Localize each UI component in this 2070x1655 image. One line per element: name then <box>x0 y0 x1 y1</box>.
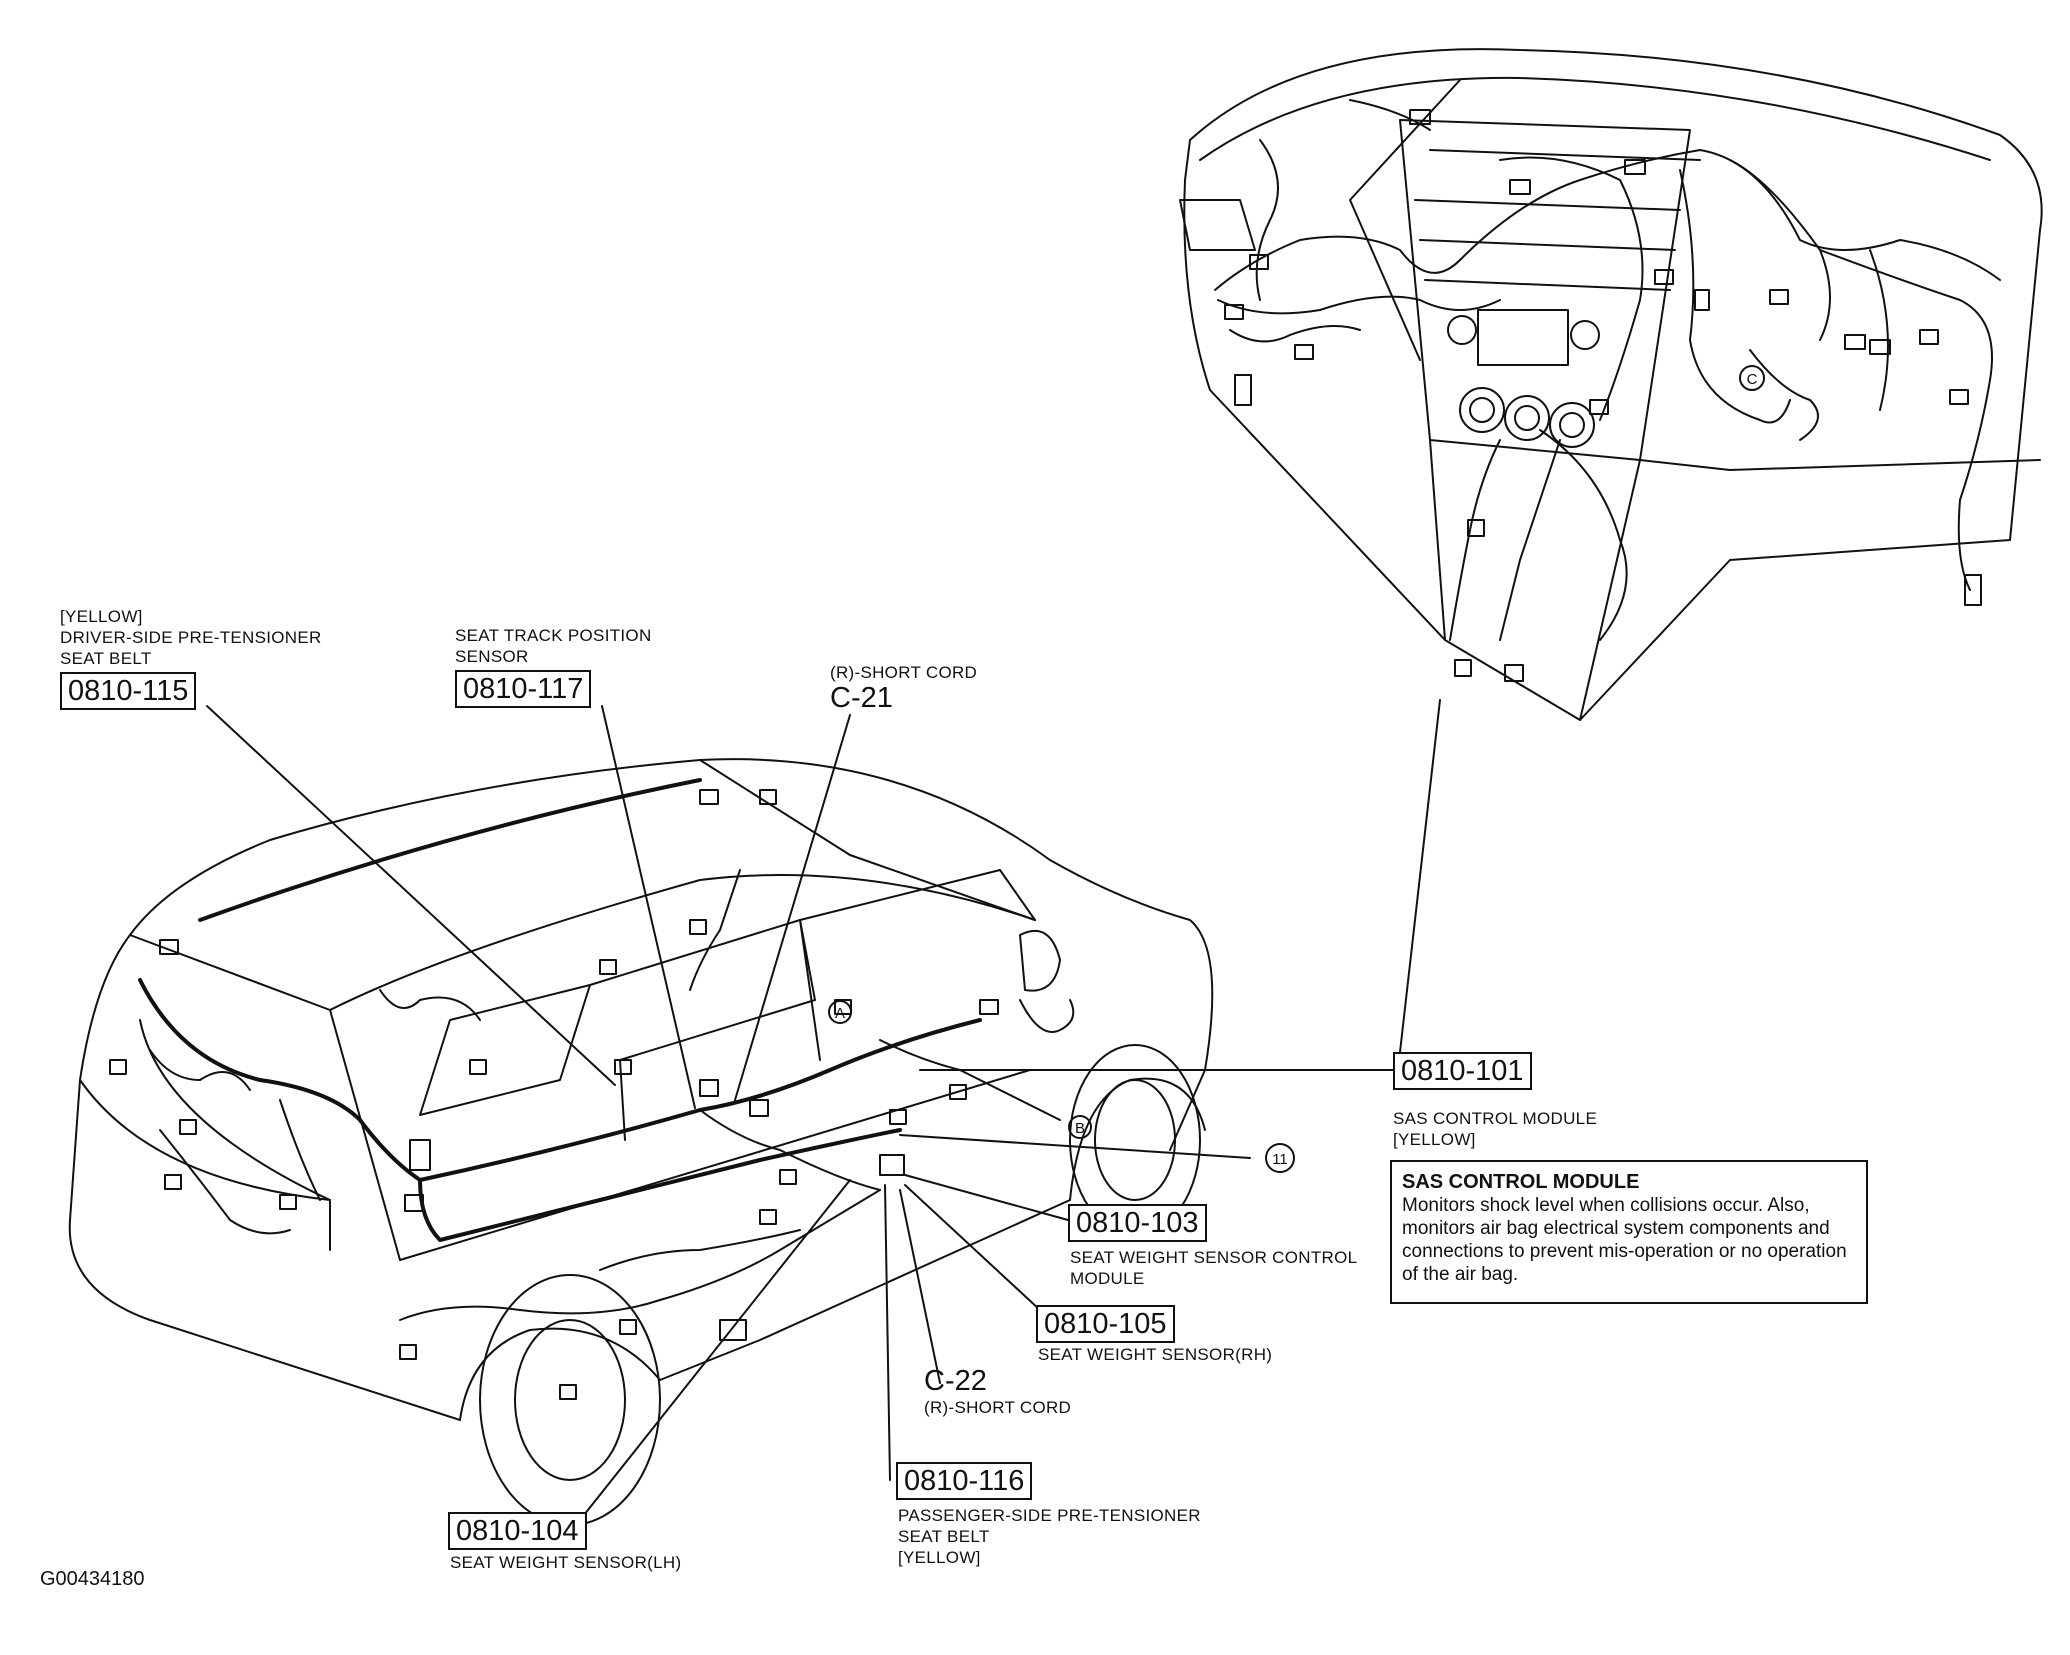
callout-104-line1: SEAT WEIGHT SENSOR(LH) <box>450 1553 682 1572</box>
callout-116-code: 0810-116 <box>896 1462 1033 1500</box>
callout-117-line2: SENSOR <box>455 647 529 666</box>
connector-c21-note: (R)-SHORT CORD <box>830 663 978 682</box>
callout-115-line1: DRIVER-SIDE PRE-TENSIONER <box>60 628 322 647</box>
callout-104-code: 0810-104 <box>448 1512 587 1550</box>
callout-117-code: 0810-117 <box>455 670 592 708</box>
connector-c22-label: C-22 <box>924 1365 987 1397</box>
callout-103-line2: MODULE <box>1070 1269 1145 1288</box>
callout-101-line1: SAS CONTROL MODULE <box>1393 1109 1598 1128</box>
info-box-body: Monitors shock level when collisions occ… <box>1402 1195 1847 1285</box>
callout-116-line2: SEAT BELT <box>898 1527 990 1546</box>
callout-103-line1: SEAT WEIGHT SENSOR CONTROL <box>1070 1248 1358 1267</box>
callout-101-code: 0810-101 <box>1393 1052 1532 1090</box>
sas-info-box: SAS CONTROL MODULE Monitors shock level … <box>1390 1160 1868 1304</box>
marker-b: B <box>1075 1120 1085 1137</box>
callout-115-code: 0810-115 <box>60 672 197 710</box>
leader-lines <box>206 699 1441 1521</box>
figure-id: G00434180 <box>40 1568 145 1590</box>
info-box-title: SAS CONTROL MODULE <box>1402 1171 1640 1193</box>
callout-105-code: 0810-105 <box>1036 1305 1175 1343</box>
marker-a: A <box>835 1005 845 1022</box>
marker-11: 11 <box>1272 1151 1288 1168</box>
callout-105-line1: SEAT WEIGHT SENSOR(RH) <box>1038 1345 1273 1364</box>
reference-markers <box>828 365 1765 1173</box>
callout-101-line2: [YELLOW] <box>1393 1130 1476 1149</box>
callout-117-line1: SEAT TRACK POSITION <box>455 626 652 645</box>
callout-116-line1: PASSENGER-SIDE PRE-TENSIONER <box>898 1506 1201 1525</box>
callout-115-line2: SEAT BELT <box>60 649 152 668</box>
connector-c21-label: C-21 <box>830 682 893 714</box>
callout-116-line3: [YELLOW] <box>898 1548 981 1567</box>
marker-c: C <box>1747 371 1758 388</box>
callout-103-code: 0810-103 <box>1068 1204 1207 1242</box>
vehicle-illustration <box>68 758 1214 1526</box>
dashboard-illustration <box>1179 48 2043 721</box>
connector-c22-note: (R)-SHORT CORD <box>924 1398 1072 1417</box>
callout-115-color: [YELLOW] <box>60 607 143 626</box>
